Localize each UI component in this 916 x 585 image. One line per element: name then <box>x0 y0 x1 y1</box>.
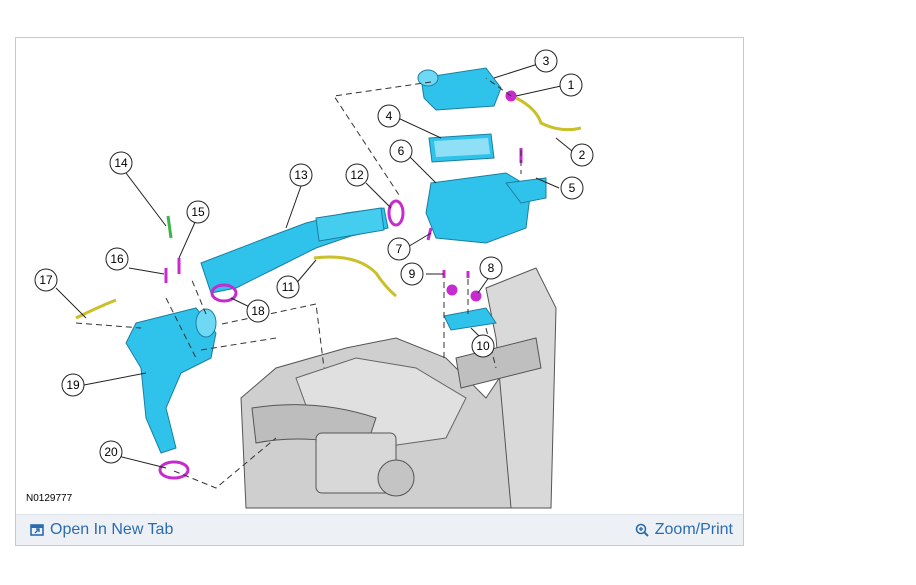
figure-id-label: N0129777 <box>26 493 73 504</box>
svg-text:20: 20 <box>104 445 118 459</box>
svg-text:11: 11 <box>282 280 295 294</box>
svg-text:10: 10 <box>476 339 490 353</box>
exploded-view-diagram: 3 1 4 2 6 5 12 13 14 15 7 8 9 16 11 17 1… <box>34 49 594 509</box>
bracket <box>443 307 497 331</box>
turbo-inlet-pipe <box>125 307 217 454</box>
svg-text:4: 4 <box>386 109 393 123</box>
svg-text:12: 12 <box>350 168 364 182</box>
callout-4: 4 <box>377 104 401 128</box>
figure-frame: 3 1 4 2 6 5 12 13 14 15 7 8 9 16 11 17 1… <box>15 37 744 546</box>
callout-leaders <box>55 63 573 469</box>
air-cleaner-cover <box>417 67 502 111</box>
callout-14: 14 <box>109 151 133 175</box>
callout-15: 15 <box>186 200 210 224</box>
callout-8: 8 <box>479 256 503 280</box>
callout-16: 16 <box>105 247 129 271</box>
callout-1: 1 <box>559 73 583 97</box>
zoom-in-icon <box>635 523 649 537</box>
svg-text:8: 8 <box>488 261 495 275</box>
callout-9: 9 <box>400 262 424 286</box>
air-cleaner-housing <box>425 172 547 244</box>
vent-hoses <box>75 96 582 320</box>
hose-clamps <box>158 90 523 480</box>
callout-11: 11 <box>276 275 300 299</box>
svg-text:5: 5 <box>569 181 576 195</box>
engine-assembly <box>240 267 557 509</box>
callout-12: 12 <box>345 163 369 187</box>
svg-text:7: 7 <box>396 242 403 256</box>
callout-6: 6 <box>389 139 413 163</box>
svg-text:6: 6 <box>398 144 405 158</box>
zoom-print-link[interactable]: Zoom/Print <box>635 521 733 539</box>
callout-3: 3 <box>534 49 558 73</box>
svg-text:1: 1 <box>568 78 575 92</box>
intake-duct <box>200 207 389 294</box>
zoom-print-label: Zoom/Print <box>654 521 733 538</box>
svg-text:15: 15 <box>191 205 205 219</box>
callout-20: 20 <box>99 440 123 464</box>
callout-10: 10 <box>471 334 495 358</box>
figure-toolbar: Open In New Tab Zoom/Print <box>16 514 743 545</box>
svg-text:3: 3 <box>543 54 550 68</box>
svg-text:19: 19 <box>66 378 80 392</box>
svg-text:18: 18 <box>251 304 265 318</box>
callout-19: 19 <box>61 373 85 397</box>
callout-18: 18 <box>246 299 270 323</box>
svg-text:14: 14 <box>114 156 128 170</box>
callout-2: 2 <box>570 143 594 167</box>
callout-5: 5 <box>560 176 584 200</box>
callout-13: 13 <box>289 163 313 187</box>
open-new-tab-icon <box>30 524 44 536</box>
air-filter-element <box>428 133 495 163</box>
svg-text:17: 17 <box>39 273 53 287</box>
svg-text:16: 16 <box>110 252 124 266</box>
svg-text:2: 2 <box>579 148 586 162</box>
callout-17: 17 <box>34 268 58 292</box>
callout-7: 7 <box>387 237 411 261</box>
open-in-new-tab-link[interactable]: Open In New Tab <box>30 521 173 539</box>
open-in-new-tab-label: Open In New Tab <box>50 521 174 538</box>
svg-text:13: 13 <box>294 168 308 182</box>
svg-text:9: 9 <box>409 267 416 281</box>
callouts: 3 1 4 2 6 5 12 13 14 15 7 8 9 16 11 17 1… <box>34 49 594 464</box>
